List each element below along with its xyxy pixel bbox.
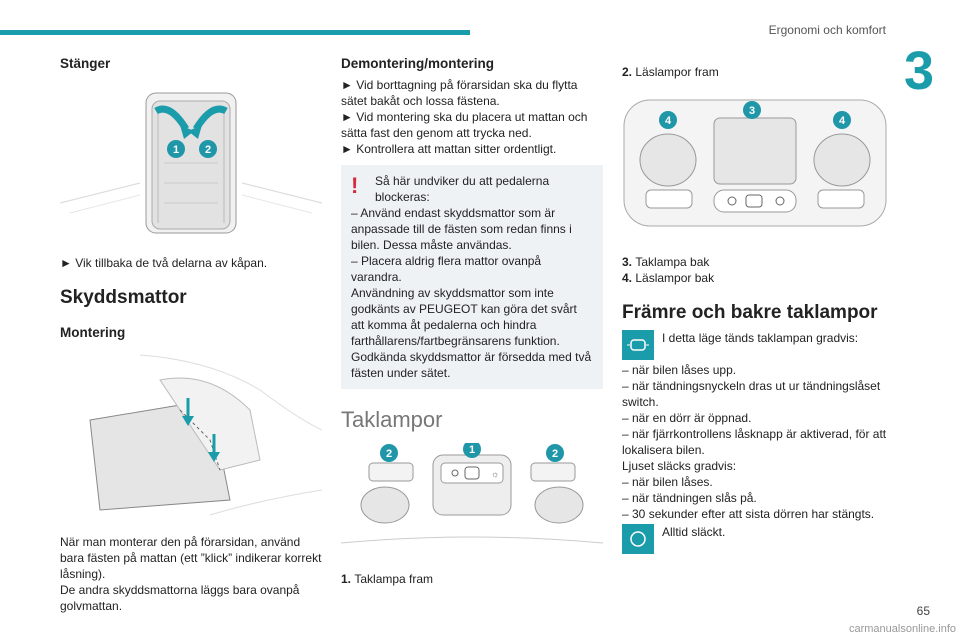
front-lamp-illustration: ☼ 2 1 2 bbox=[340, 440, 604, 561]
warning-line-3: Användning av skyddsmattor som inte godk… bbox=[351, 286, 577, 348]
list-line-5: Ljuset släcks gradvis: bbox=[622, 459, 737, 473]
section-title: Ergonomi och komfort bbox=[768, 23, 886, 37]
stanger-badge-2: 2 bbox=[205, 144, 211, 156]
legend-item-1: 1. Taklampa fram bbox=[341, 572, 434, 586]
montering-text: När man monterar den på förarsidan, anvä… bbox=[60, 535, 322, 581]
warning-line-2: – Placera aldrig flera mattor ovanpå var… bbox=[351, 254, 542, 284]
skyddsmattor-heading: Skyddsmattor bbox=[60, 287, 187, 308]
stanger-heading: Stänger bbox=[60, 56, 111, 71]
warning-icon: ! bbox=[351, 173, 359, 198]
column-3: 2. Läslampor fram 4 3 4 3. Taklampa bak … bbox=[622, 56, 888, 554]
warning-header: ! Så här undviker du att pedalerna block… bbox=[351, 173, 593, 205]
warning-line-1: – Använd endast skyddsmattor som är anpa… bbox=[351, 206, 572, 252]
front-rear-heading: Främre och bakre taklampor bbox=[622, 302, 878, 323]
legend-item-2: 2. Läslampor fram bbox=[622, 65, 719, 79]
montering-heading: Montering bbox=[60, 325, 126, 340]
list-line-3: – när en dörr är öppnad. bbox=[622, 411, 752, 425]
column-1: Stänger 1 2 ► Vik tillbaka de två delarn… bbox=[59, 56, 323, 614]
mode-door-row: I detta läge tänds taklampan gradvis: bbox=[622, 330, 888, 360]
page-number: 65 bbox=[916, 604, 930, 618]
legend-item-3: 3. Taklampa bak bbox=[622, 255, 710, 269]
stanger-badge-1: 1 bbox=[173, 144, 179, 156]
warning-line-4: Godkända skyddsmattor är försedda med tv… bbox=[351, 350, 592, 380]
legend-item-4: 4. Läslampor bak bbox=[622, 271, 715, 285]
stanger-illustration: 1 2 bbox=[59, 83, 323, 243]
warning-box: ! Så här undviker du att pedalerna block… bbox=[341, 165, 603, 389]
door-courtesy-icon bbox=[622, 330, 654, 360]
list-line-8: – 30 sekunder efter att sista dörren har… bbox=[622, 507, 875, 521]
montering-text-2: De andra skyddsmattorna läggs bara ovanp… bbox=[60, 583, 300, 613]
header-accent-bar bbox=[0, 30, 470, 35]
rear-lamp-illustration: 4 3 4 bbox=[622, 98, 888, 230]
list-line-7: – när tändningen slås på. bbox=[622, 491, 757, 505]
front-badge-2-right: 2 bbox=[552, 448, 558, 460]
list-line-4: – när fjärrkontrollens låsknapp är aktiv… bbox=[622, 427, 887, 457]
list-line-6: – när bilen låses. bbox=[622, 475, 713, 489]
rear-badge-3: 3 bbox=[749, 105, 755, 117]
demontering-step-3: ► Kontrollera att mattan sitter ordentli… bbox=[341, 142, 557, 156]
rear-badge-4-left: 4 bbox=[665, 115, 672, 127]
front-badge-1: 1 bbox=[469, 444, 475, 456]
montering-illustration bbox=[60, 350, 323, 520]
rear-badge-4-right: 4 bbox=[839, 115, 846, 127]
demontering-step-2: ► Vid montering ska du placera ut mattan… bbox=[341, 110, 588, 140]
demontering-heading: Demontering/montering bbox=[341, 56, 495, 71]
mode-off-text: Alltid släckt. bbox=[662, 525, 726, 539]
svg-text:☼: ☼ bbox=[491, 469, 499, 479]
demontering-step-1: ► Vid borttagning på förarsidan ska du f… bbox=[341, 78, 578, 108]
warning-heading: Så här undviker du att pedalerna blocker… bbox=[375, 174, 550, 204]
stanger-step: ► Vik tillbaka de två delarna av kåpan. bbox=[60, 256, 268, 270]
list-line-1: – när bilen låses upp. bbox=[622, 363, 737, 377]
column-2: Demontering/montering ► Vid borttagning … bbox=[340, 56, 604, 587]
off-mode-icon bbox=[622, 524, 654, 554]
mode-off-row: Alltid släckt. bbox=[622, 524, 888, 554]
list-line-2: – när tändningsnyckeln dras ut ur tändni… bbox=[622, 379, 881, 409]
taklampor-heading: Taklampor bbox=[341, 407, 443, 432]
front-badge-2-left: 2 bbox=[386, 448, 392, 460]
watermark: carmanualsonline.info bbox=[848, 623, 956, 635]
chapter-number: 3 bbox=[903, 41, 934, 101]
mode-door-text: I detta läge tänds taklampan gradvis: bbox=[662, 331, 859, 345]
